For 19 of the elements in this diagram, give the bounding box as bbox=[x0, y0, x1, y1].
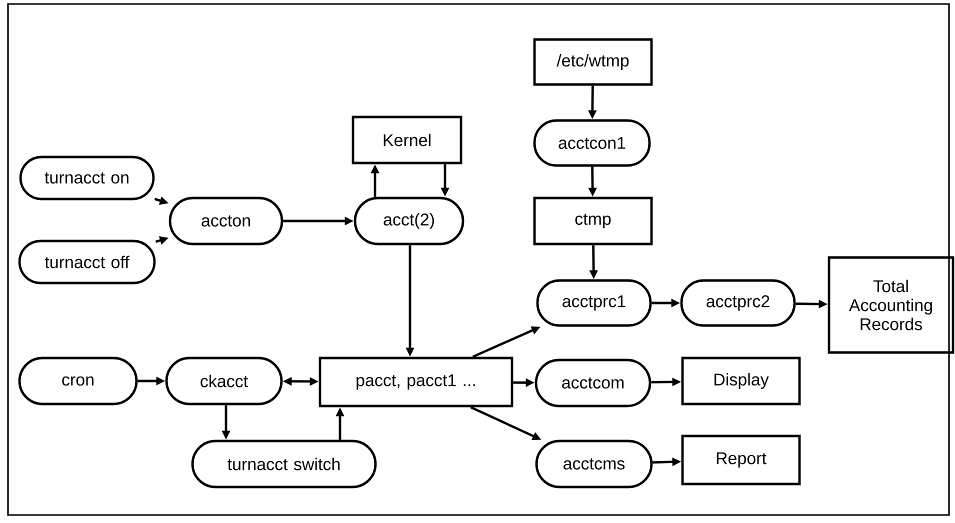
process-box: acctprc1 bbox=[536, 279, 652, 327]
process-box: acctcms bbox=[535, 440, 653, 488]
process-box: acctcom bbox=[534, 358, 652, 408]
file-box: Kernel bbox=[352, 116, 462, 164]
file-box: Display bbox=[681, 356, 801, 406]
file-box: /etc/wtmp bbox=[533, 38, 653, 86]
process-box: cron bbox=[18, 356, 138, 406]
process-box: acctprc2 bbox=[680, 279, 796, 327]
process-box: turnacct switch bbox=[191, 440, 377, 488]
process-box: ckacct bbox=[165, 356, 283, 406]
process-box: acctcon1 bbox=[533, 119, 651, 167]
process-box: turnacct on bbox=[19, 156, 155, 200]
process-box: accton bbox=[168, 196, 284, 246]
process-box: acct(2) bbox=[354, 196, 464, 246]
file-box: Total Accounting Records bbox=[828, 256, 954, 354]
file-box: Report bbox=[681, 434, 801, 486]
file-box: pacct, pacct1 ... bbox=[318, 356, 514, 408]
file-box: ctmp bbox=[533, 196, 653, 246]
process-box: turnacct off bbox=[18, 240, 156, 284]
